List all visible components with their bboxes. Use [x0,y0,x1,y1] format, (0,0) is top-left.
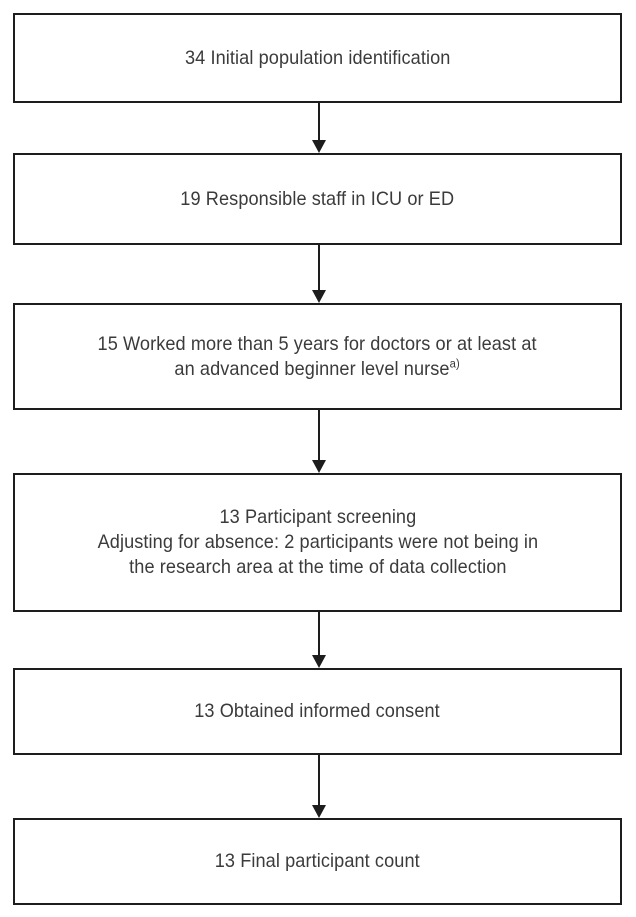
participant-screening-line1: 13 Participant screening [219,506,416,528]
experience-criteria-line2: an advanced beginner level nurse [174,357,451,380]
connector-stem [318,245,321,290]
flow-node-experience-criteria-label: 15 Worked more than 5 years for doctors … [90,332,544,382]
connector-arrow-1 [312,103,326,153]
connector-arrow-2 [312,245,326,303]
flow-node-initial-population-label: 34 Initial population identification [184,46,451,69]
arrowhead-down-icon [312,805,326,818]
flow-node-final-count: 13 Final participant count [13,818,622,905]
footnote-marker-a: a) [450,356,461,370]
connector-arrow-4 [312,612,326,668]
flow-node-responsible-staff-label: 19 Responsible staff in ICU or ED [180,187,455,210]
connector-stem [318,410,321,460]
flow-node-final-count-label: 13 Final participant count [214,850,421,872]
arrowhead-down-icon [312,140,326,153]
connector-arrow-3 [312,410,326,473]
participant-screening-line2: Adjusting for absence: 2 participants we… [97,531,538,553]
connector-arrow-5 [312,755,326,818]
arrowhead-down-icon [312,290,326,303]
arrowhead-down-icon [312,460,326,473]
flow-node-initial-population: 34 Initial population identification [13,13,622,103]
flow-node-informed-consent-label: 13 Obtained informed consent [194,700,441,722]
connector-stem [318,755,321,805]
flow-node-responsible-staff: 19 Responsible staff in ICU or ED [13,153,622,245]
arrowhead-down-icon [312,655,326,668]
flow-node-experience-criteria: 15 Worked more than 5 years for doctors … [13,303,622,410]
experience-criteria-line1: 15 Worked more than 5 years for doctors … [97,332,538,355]
connector-stem [318,612,321,655]
participant-screening-line3: the research area at the time of data co… [128,556,507,578]
connector-stem [318,103,321,140]
flow-node-informed-consent: 13 Obtained informed consent [13,668,622,755]
